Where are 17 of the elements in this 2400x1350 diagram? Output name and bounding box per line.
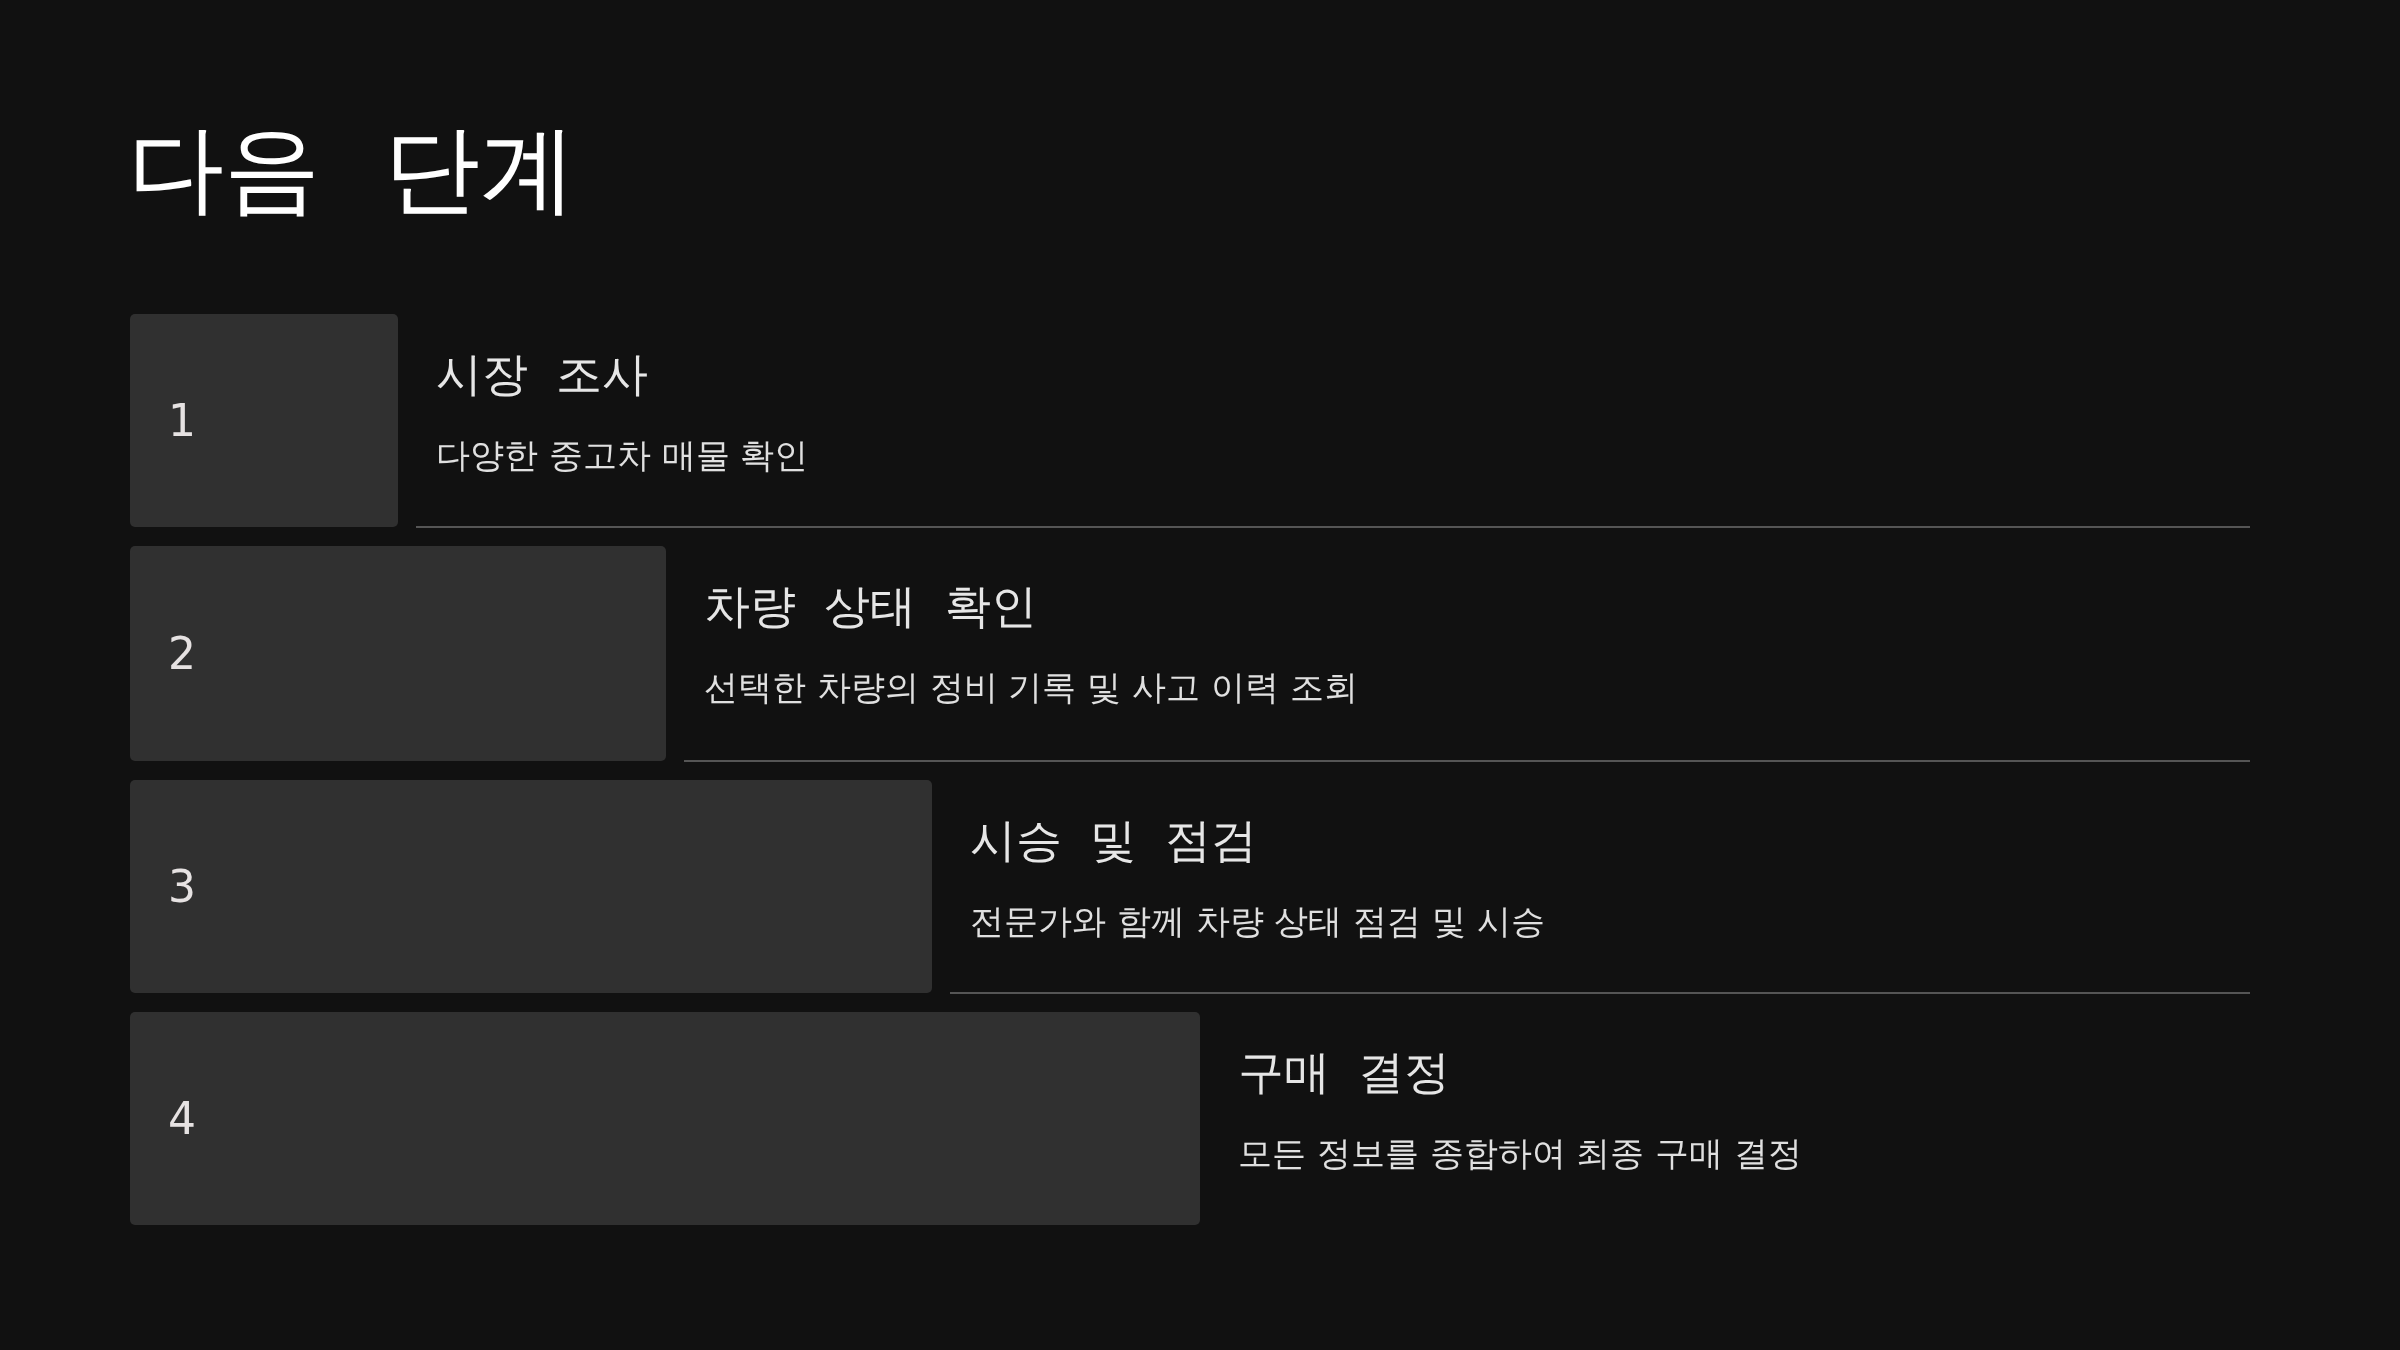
step-box [130,314,398,527]
title: 다음 단계 [128,112,577,227]
step-description: 다양한 중고차 매물 확인 [436,435,809,476]
step-heading: 구매 결정 [1238,1045,1451,1101]
step-number: 2 [168,627,196,680]
step-heading: 시장 조사 [436,347,649,403]
step-heading: 차량 상태 확인 [704,579,1037,635]
step-number: 4 [168,1092,196,1145]
step-box [130,780,932,993]
step-number: 3 [168,860,196,913]
step-number: 1 [168,394,196,447]
step-box [130,1012,1200,1225]
step-heading: 시승 및 점검 [970,813,1257,869]
step-description: 선택한 차량의 정비 기록 및 사고 이력 조회 [704,667,1358,708]
step-box [130,546,666,761]
step-description: 모든 정보를 종합하여 최종 구매 결정 [1238,1133,1803,1174]
step-description: 전문가와 함께 차량 상태 점검 및 시승 [970,901,1545,942]
